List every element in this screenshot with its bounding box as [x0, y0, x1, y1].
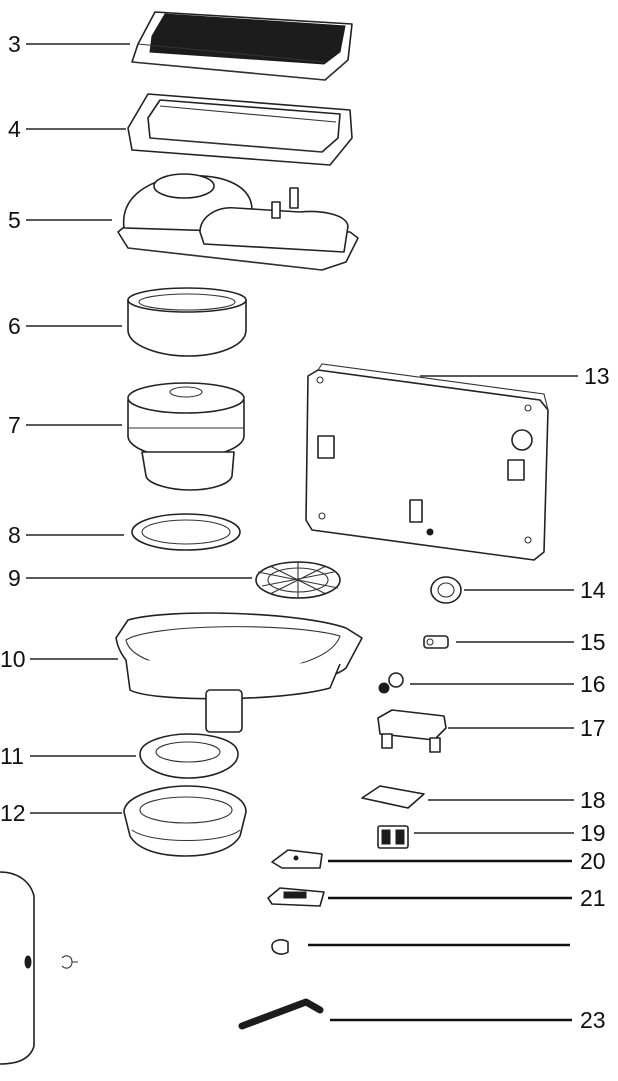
callout-14: 14: [580, 577, 606, 603]
part-22-hook: [271, 939, 289, 955]
part-23-hex-key: [238, 998, 324, 1030]
part-3-filter: [131, 11, 353, 81]
part-4-filter-frame: [127, 93, 353, 166]
part-14-grommet: [430, 576, 462, 604]
cabinet-partial: [0, 871, 78, 1065]
callout-9: 9: [8, 565, 21, 591]
part-9-grille: [255, 561, 341, 599]
part-12-holder: [123, 785, 247, 857]
part-11-bracket: [139, 733, 239, 779]
part-20-clip: [271, 849, 323, 869]
callout-17: 17: [580, 715, 606, 741]
part-19-switch: [377, 825, 409, 849]
part-16-nuts: [378, 672, 404, 694]
part-10-base-tray: [115, 612, 363, 733]
callout-12: 12: [0, 800, 26, 826]
callout-8: 8: [8, 522, 21, 548]
part-6-ring: [127, 287, 247, 357]
callout-4: 4: [8, 116, 21, 142]
callout-20: 20: [580, 848, 606, 874]
part-18-plate: [361, 785, 425, 809]
part-7-motor: [127, 382, 245, 491]
part-17-cover: [377, 709, 447, 753]
callout-3: 3: [8, 31, 21, 57]
part-13-mounting-plate: [305, 363, 549, 561]
callout-16: 16: [580, 671, 606, 697]
callout-15: 15: [580, 629, 606, 655]
callout-23: 23: [580, 1007, 606, 1033]
leader-lines: [26, 43, 578, 1022]
part-5-housing: [117, 173, 359, 271]
callout-11: 11: [0, 743, 24, 769]
callout-19: 19: [580, 820, 606, 846]
callout-6: 6: [8, 313, 21, 339]
part-21-latch: [267, 887, 325, 907]
callout-18: 18: [580, 787, 606, 813]
callout-7: 7: [8, 412, 21, 438]
part-15-connector: [423, 635, 449, 649]
part-8-gasket: [131, 513, 241, 551]
callout-5: 5: [8, 207, 21, 233]
callout-13: 13: [584, 363, 610, 389]
callout-21: 21: [580, 885, 606, 911]
callout-10: 10: [0, 646, 26, 672]
